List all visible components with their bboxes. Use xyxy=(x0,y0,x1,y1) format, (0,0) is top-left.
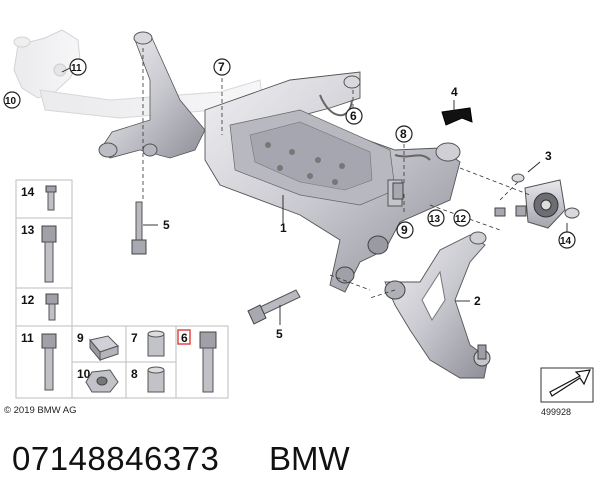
callout-5-bottom: 5 xyxy=(276,327,283,341)
callout-9: 9 xyxy=(396,221,414,239)
legend-label-12: 12 xyxy=(21,293,35,307)
rubber-mount xyxy=(511,173,580,229)
callout-5-top: 5 xyxy=(163,218,170,232)
svg-text:3: 3 xyxy=(545,149,552,163)
legend-label-8: 8 xyxy=(131,367,138,381)
part-number: 07148846373 xyxy=(12,440,220,477)
direction-arrow-box xyxy=(540,367,594,403)
svg-text:13: 13 xyxy=(429,214,441,225)
callout-14: 14 xyxy=(558,231,576,249)
legend-sleeve-8 xyxy=(147,366,165,393)
legend-label-9: 9 xyxy=(77,331,84,345)
legend-highlight-box xyxy=(177,329,191,345)
svg-text:8: 8 xyxy=(400,127,407,141)
legend-square-nut-9 xyxy=(89,335,119,362)
legend-label-13: 13 xyxy=(21,223,35,237)
long-bolt-5-bottom xyxy=(247,289,301,325)
callout-6: 6 xyxy=(345,107,363,125)
legend-sleeve-7 xyxy=(147,330,165,357)
svg-text:1: 1 xyxy=(280,221,287,235)
parts-diagram: 1 2 3 4 5 5 6 7 8 9 10 11 12 13 14 xyxy=(3,29,594,403)
hardware-legend xyxy=(15,179,229,399)
callout-8: 8 xyxy=(395,125,413,143)
leader-lines-solid xyxy=(61,67,568,325)
svg-text:5: 5 xyxy=(276,327,283,341)
legend-bolt-13 xyxy=(41,225,57,283)
hardware-12 xyxy=(494,205,527,217)
legend-bolt-14 xyxy=(45,185,57,211)
svg-text:12: 12 xyxy=(455,214,467,225)
copyright-notice: © 2019 BMW AG xyxy=(4,405,77,416)
svg-text:9: 9 xyxy=(401,223,408,237)
legend-label-14: 14 xyxy=(21,185,35,199)
legend-label-6: 6 xyxy=(181,331,188,345)
legend-label-7: 7 xyxy=(131,331,138,345)
callout-10: 10 xyxy=(3,91,21,109)
callout-12: 12 xyxy=(453,209,471,227)
svg-text:10: 10 xyxy=(5,96,17,107)
legend-bolt-12 xyxy=(45,293,59,321)
callout-13: 13 xyxy=(427,209,445,227)
bracket-part xyxy=(441,107,473,126)
legend-bolt-6 xyxy=(199,331,217,393)
callout-2: 2 xyxy=(474,294,481,308)
svg-text:2: 2 xyxy=(474,294,481,308)
diagram-id: 499928 xyxy=(541,407,572,417)
legend-bolt-11 xyxy=(41,333,57,391)
hardware-13 xyxy=(392,182,404,200)
long-bolt-5-top xyxy=(131,201,147,255)
legend-label-10: 10 xyxy=(77,367,91,381)
callout-7: 7 xyxy=(213,58,231,76)
svg-text:5: 5 xyxy=(163,218,170,232)
control-arm xyxy=(384,231,491,379)
svg-text:6: 6 xyxy=(350,109,357,123)
legend-label-11: 11 xyxy=(21,331,34,345)
callout-1: 1 xyxy=(280,221,287,235)
callout-3: 3 xyxy=(545,149,552,163)
front-axle-carrier xyxy=(204,71,461,293)
legend-nut-10 xyxy=(85,369,119,393)
front-left-wishbone xyxy=(98,31,206,159)
svg-text:7: 7 xyxy=(218,60,225,74)
svg-text:14: 14 xyxy=(560,236,572,247)
callout-4: 4 xyxy=(451,85,458,99)
svg-text:4: 4 xyxy=(451,85,458,99)
callout-11: 11 xyxy=(69,58,87,76)
svg-text:11: 11 xyxy=(71,63,82,74)
brand-name: BMW xyxy=(269,440,350,477)
